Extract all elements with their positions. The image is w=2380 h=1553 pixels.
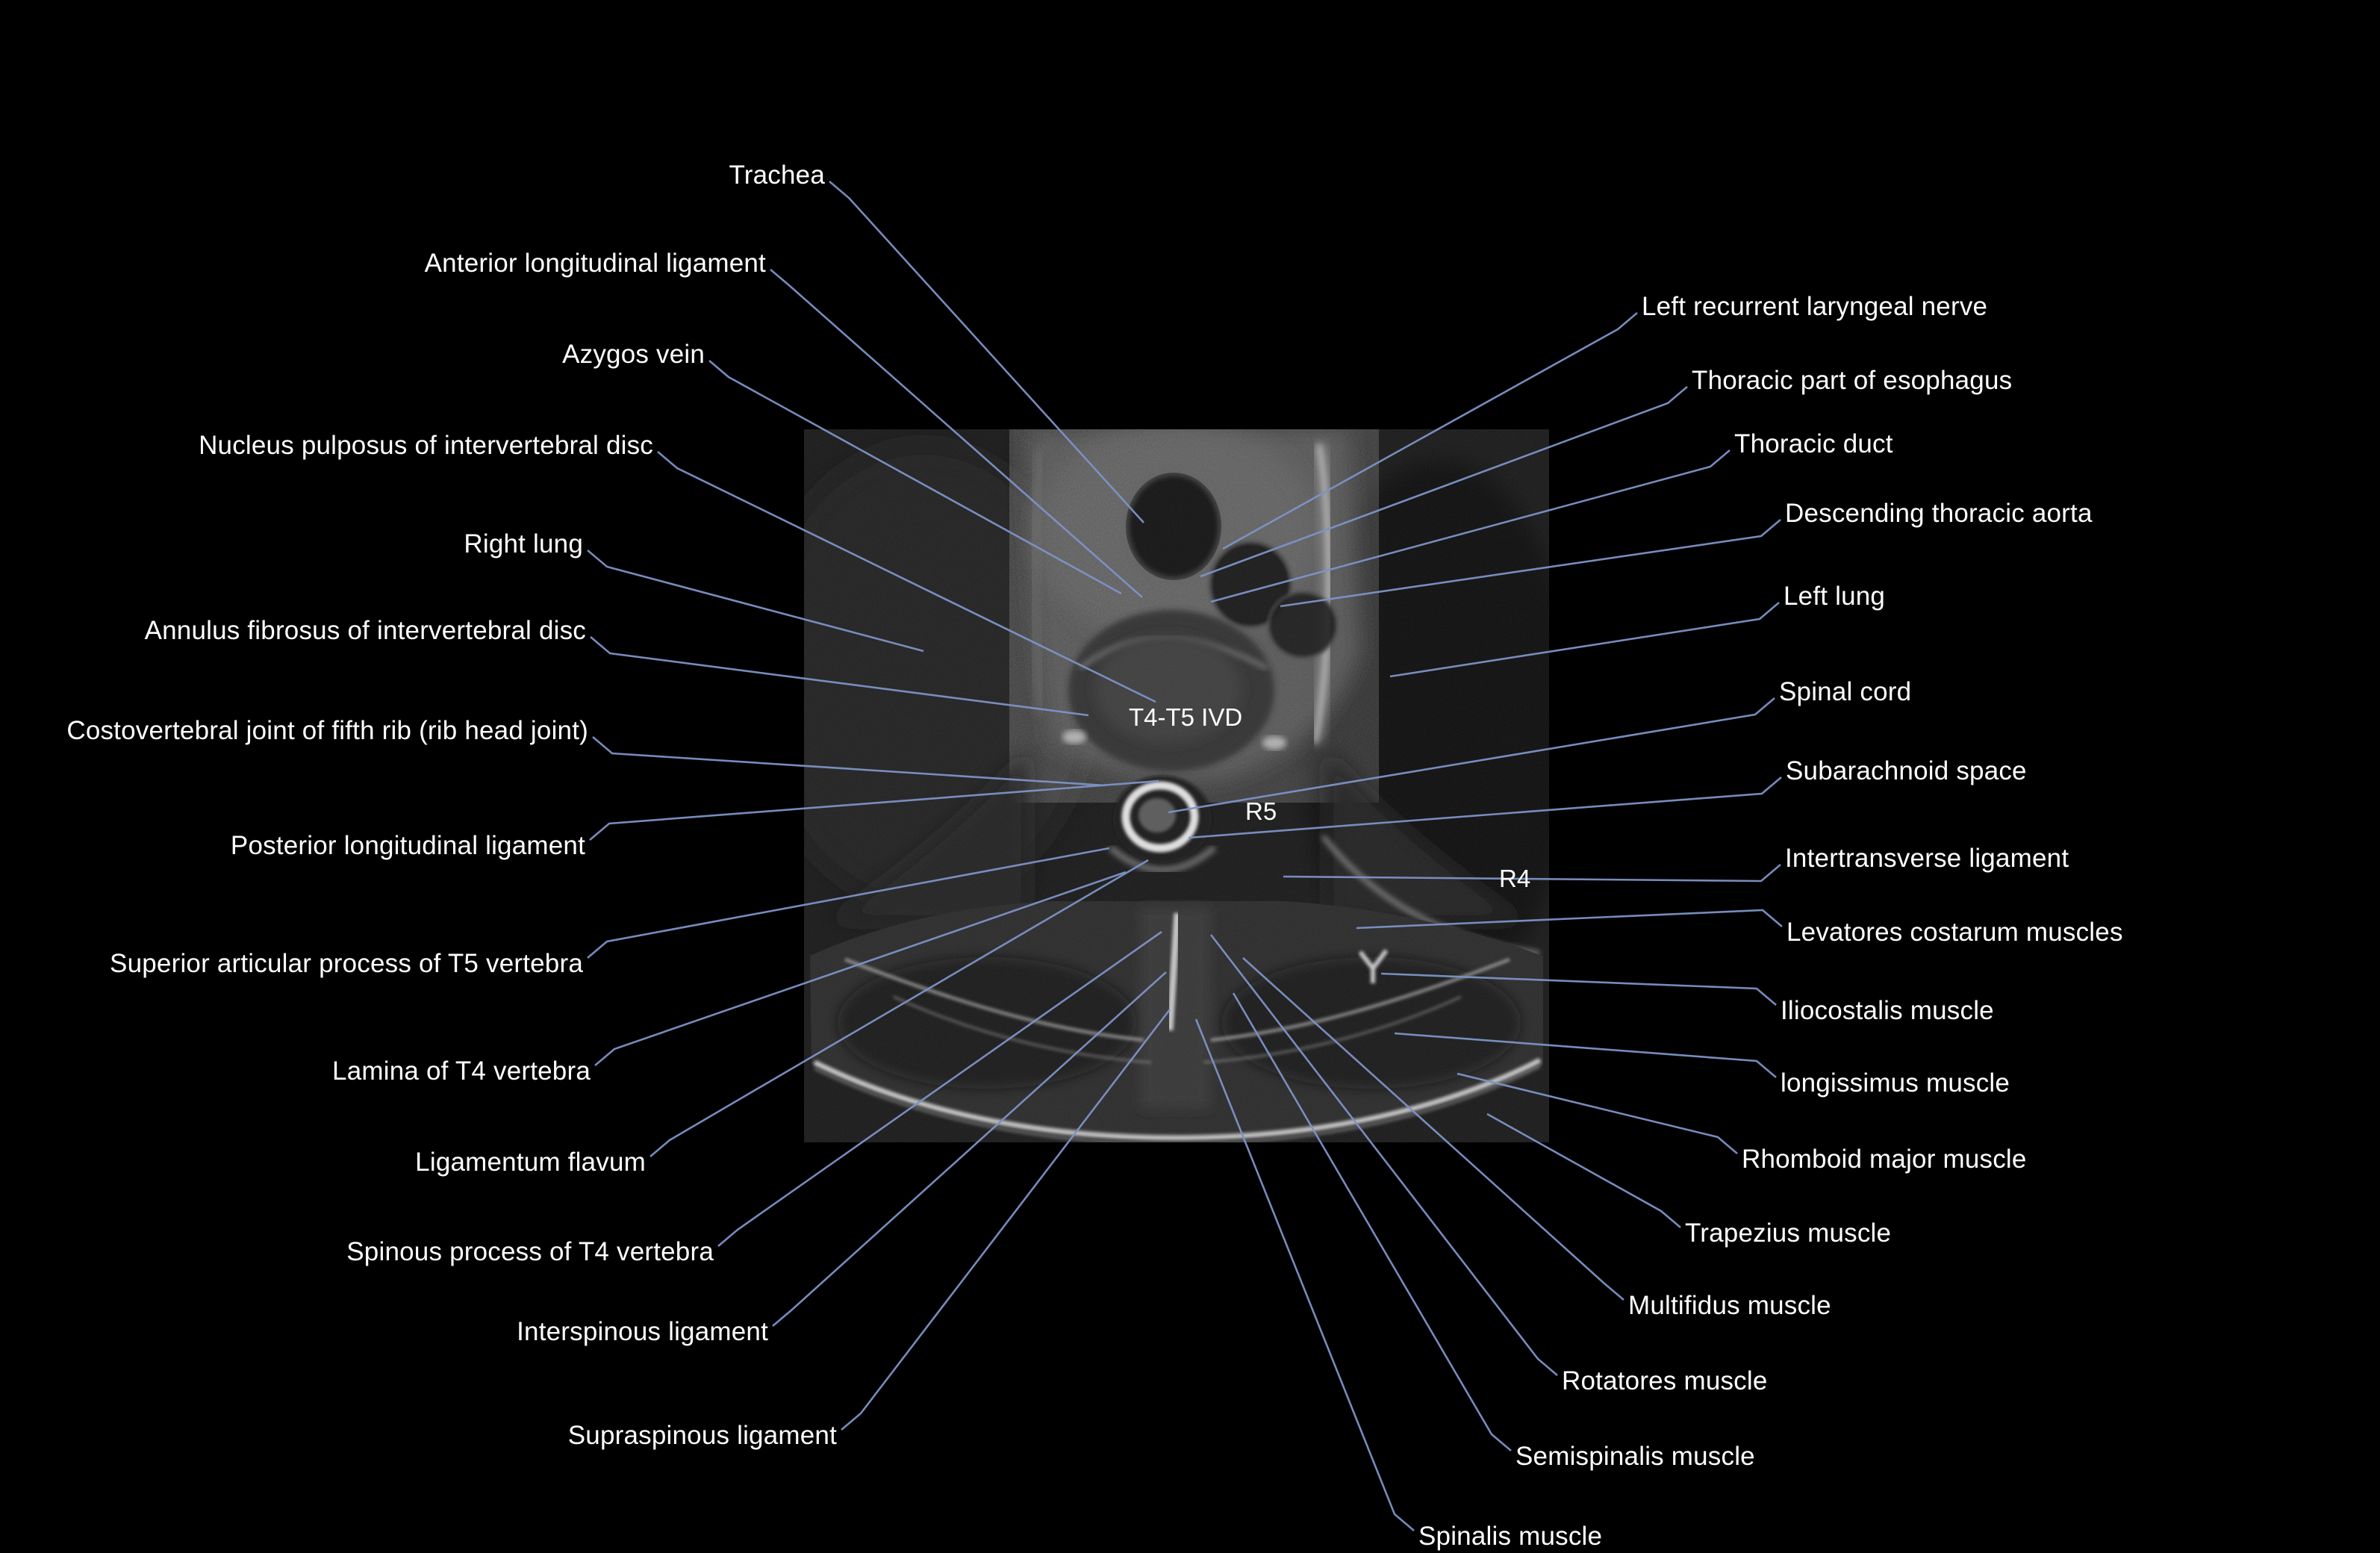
leader-line <box>708 360 1122 595</box>
leader-line <box>587 550 924 653</box>
anatomy-label: Trachea <box>729 161 825 190</box>
mri-inline-label: R5 <box>1245 797 1277 825</box>
leader-line <box>589 779 1159 841</box>
anatomy-label: Left recurrent laryngeal nerve <box>1642 292 1988 321</box>
mri-inline-label: R4 <box>1499 865 1531 892</box>
leader-line <box>1356 909 1783 930</box>
anatomy-label: Azygos vein <box>562 340 705 369</box>
leader-line <box>594 871 1127 1066</box>
anatomy-label: Lamina of T4 vertebra <box>332 1056 591 1086</box>
anatomy-label: Anterior longitudinal ligament <box>424 249 766 278</box>
leader-line <box>770 269 1143 598</box>
leader-line <box>1200 386 1688 578</box>
leader-line <box>590 636 1089 717</box>
anatomy-label: Costovertebral joint of fifth rib (rib h… <box>66 716 588 745</box>
leader-line <box>1210 449 1731 603</box>
anatomy-label: Annulus fibrosus of intervertebral disc <box>144 616 586 645</box>
anatomy-label: Rhomboid major muscle <box>1742 1145 2027 1174</box>
anatomy-label: Right lung <box>464 529 583 558</box>
mri-inline-label: T4-T5 IVD <box>1129 703 1243 731</box>
leader-line <box>841 1009 1171 1431</box>
leader-line <box>649 859 1149 1157</box>
leader-line <box>717 930 1162 1247</box>
film-grain <box>804 429 1549 1142</box>
leader-line <box>1188 776 1782 839</box>
anatomy-label: Spinal cord <box>1779 677 1912 706</box>
leader-line <box>1222 312 1638 550</box>
anatomy-label: Spinalis muscle <box>1418 1522 1603 1551</box>
anatomy-label: Rotatores muscle <box>1562 1366 1768 1395</box>
leader-line <box>1389 602 1780 678</box>
leader-line <box>1394 1032 1777 1078</box>
anatomy-label: Interspinous ligament <box>517 1317 768 1346</box>
anatomy-label: Semispinalis muscle <box>1515 1442 1755 1471</box>
leader-line <box>592 736 1106 787</box>
leader-line <box>657 451 1156 703</box>
leader-line <box>1457 1072 1738 1154</box>
anatomy-label: Descending thoracic aorta <box>1785 499 2093 528</box>
leader-line <box>1486 1112 1681 1228</box>
anatomy-label: Nucleus pulposus of intervertebral disc <box>199 431 653 460</box>
anatomy-label: Superior articular process of T5 vertebr… <box>110 949 583 978</box>
leader-line <box>829 181 1144 523</box>
leader-line <box>1242 957 1624 1301</box>
anatomy-label: Levatores costarum muscles <box>1786 918 2123 947</box>
leader-line <box>1280 519 1781 608</box>
anatomy-label: Iliocostalis muscle <box>1781 996 1994 1025</box>
anatomy-label: Intertransverse ligament <box>1785 844 2069 873</box>
leader-line <box>1380 972 1777 1006</box>
leader-line <box>772 971 1167 1327</box>
anatomy-label: Posterior longitudinal ligament <box>230 831 585 860</box>
anatomy-label: Ligamentum flavum <box>415 1148 646 1177</box>
leader-line <box>587 847 1110 959</box>
anatomy-label: Thoracic duct <box>1734 429 1893 458</box>
leader-line <box>1194 1018 1415 1531</box>
leader-line <box>1209 934 1558 1376</box>
anatomy-label: Trapezius muscle <box>1685 1219 1892 1248</box>
leader-line <box>1283 864 1781 883</box>
leader-line <box>1168 697 1775 814</box>
anatomy-label: Subarachnoid space <box>1786 756 2027 785</box>
anatomy-label: longissimus muscle <box>1781 1068 2010 1098</box>
anatomy-label: Supraspinous ligament <box>567 1421 837 1450</box>
anatomy-label: Spinous process of T4 vertebra <box>346 1237 714 1266</box>
anatomy-label: Multifidus muscle <box>1628 1291 1831 1320</box>
anatomy-label: Thoracic part of esophagus <box>1692 366 2013 395</box>
leader-line <box>1232 992 1512 1451</box>
anatomy-label: Left lung <box>1784 582 1886 611</box>
